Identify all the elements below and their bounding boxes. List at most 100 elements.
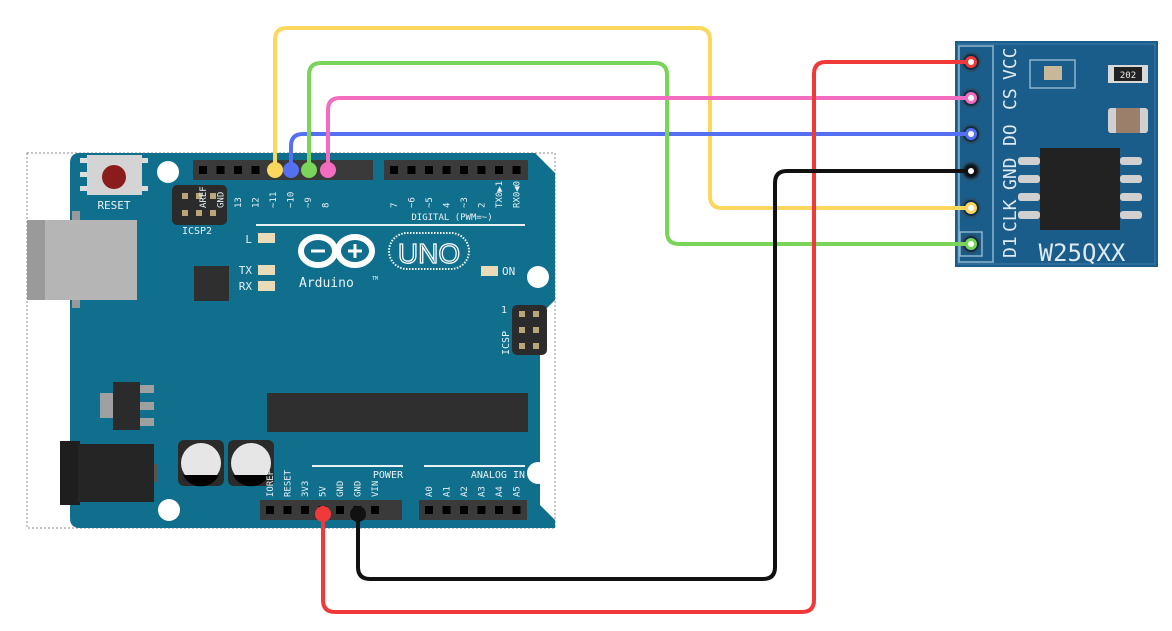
wire-3V3-to-vcc[interactable]: [321, 60, 973, 614]
led-on: [481, 266, 498, 276]
icsp-header: [512, 305, 547, 355]
icsp2-label: ICSP2: [182, 226, 212, 237]
module-pin-label: DO: [1000, 124, 1021, 146]
pin-label: RX0◀0: [513, 181, 523, 208]
pin-label: ~10: [287, 192, 297, 208]
wire-end-dot-center: [968, 205, 974, 211]
header-pin-arduino.digital_pins_right[interactable]: [495, 166, 503, 174]
flash-chip: [1040, 148, 1120, 230]
pin-label: A2: [460, 486, 470, 497]
header-pin-arduino.analog_pins[interactable]: [460, 506, 468, 514]
wire-end-dot: [301, 162, 317, 178]
module-name: W25QXX: [1039, 239, 1126, 267]
led-l-label: L: [245, 233, 252, 246]
usb-connector: [27, 211, 137, 308]
resistor-code: 202: [1120, 71, 1136, 81]
pin-label: GND: [354, 481, 364, 497]
wire-end-dot-center: [968, 168, 974, 174]
pin-label: AREF: [199, 186, 209, 208]
reset-button[interactable]: [80, 155, 148, 195]
header-pin-arduino.digital_pins_left[interactable]: [251, 166, 260, 174]
pin-label: 13: [234, 197, 244, 208]
wire-end-dot-center: [968, 131, 974, 137]
icsp-pin1-label: 1: [501, 305, 507, 316]
header-pin-arduino.analog_pins[interactable]: [477, 506, 486, 514]
uno-text: UNO: [398, 238, 460, 269]
header-pin-arduino.power_pins[interactable]: [371, 506, 379, 514]
wire-end-dot: [283, 162, 299, 178]
voltage-regulator: [100, 382, 154, 430]
pin-label: ~9: [304, 197, 314, 208]
led-l: [258, 233, 275, 243]
led-rx-label: RX: [239, 280, 253, 293]
icsp-label: ICSP: [501, 331, 512, 355]
wire-12-to-do[interactable]: [289, 132, 973, 172]
wire-10-to-cs[interactable]: [326, 96, 973, 172]
pin-label: TX0▶1: [495, 181, 505, 208]
trademark: TM: [372, 276, 378, 282]
pin-label: 5V: [319, 486, 329, 497]
dc-power-jack: [60, 441, 158, 505]
pin-label: 2: [478, 203, 488, 208]
pin-label: ~6: [408, 197, 418, 208]
led-on-label: ON: [502, 265, 515, 278]
digital-header-right: [384, 160, 528, 180]
arduino-logo-text: Arduino: [299, 276, 354, 291]
power-label: POWER: [373, 470, 404, 481]
led-tx: [258, 265, 275, 275]
capacitor: [178, 440, 224, 487]
wire-end-dot: [350, 506, 366, 522]
header-pin-arduino.digital_pins_left[interactable]: [199, 166, 207, 174]
pin-label: A1: [443, 486, 453, 497]
header-pin-arduino.analog_pins[interactable]: [425, 506, 433, 514]
header-pin-arduino.digital_pins_right[interactable]: [407, 166, 416, 174]
module-pin-label: CS: [1000, 88, 1021, 110]
wire-end-dot-center: [968, 59, 974, 65]
module-pin-label: D1: [1000, 236, 1021, 258]
wire-GND-to-gnd[interactable]: [356, 169, 973, 581]
header-pin-arduino.power_pins[interactable]: [266, 506, 274, 514]
analog-header: [419, 500, 527, 520]
pin-label: IOREF: [266, 470, 276, 497]
pin-label: RESET: [284, 469, 294, 497]
usb-chip: [194, 266, 229, 301]
header-pin-arduino.power_pins[interactable]: [283, 506, 292, 514]
header-pin-arduino.power_pins[interactable]: [301, 506, 309, 514]
pin-label: A3: [478, 486, 488, 497]
pin-label: 7: [390, 203, 400, 208]
pin-label: 3V3: [301, 481, 311, 497]
header-pin-arduino.power_pins[interactable]: [336, 506, 344, 514]
arduino-board[interactable]: [70, 153, 555, 528]
header-pin-arduino.digital_pins_right[interactable]: [477, 166, 486, 174]
mounting-hole: [527, 266, 549, 288]
header-pin-arduino.digital_pins_right[interactable]: [512, 166, 521, 174]
pin-label: 8: [322, 203, 332, 208]
wire-11-to-d1[interactable]: [307, 61, 973, 246]
header-pin-arduino.digital_pins_right[interactable]: [442, 166, 451, 174]
header-pin-arduino.digital_pins_right[interactable]: [460, 166, 468, 174]
module-pin-label: GND: [1000, 157, 1021, 190]
pin-label: A5: [513, 486, 523, 497]
header-pin-arduino.analog_pins[interactable]: [495, 506, 503, 514]
module-pin-label: VCC: [1000, 47, 1021, 80]
pin-label: 12: [252, 197, 262, 208]
pin-label: ~11: [269, 192, 279, 208]
led-rx: [258, 281, 275, 291]
pin-label: A0: [425, 486, 435, 497]
wire-13-to-clk[interactable]: [273, 26, 973, 210]
wire-end-dot-center: [968, 95, 974, 101]
power-header: [260, 500, 402, 520]
header-pin-arduino.analog_pins[interactable]: [442, 506, 451, 514]
header-pin-arduino.analog_pins[interactable]: [512, 506, 521, 514]
pin-label: ~3: [460, 197, 470, 208]
w25qxx-module[interactable]: 202 W25QXX: [955, 41, 1158, 267]
mounting-hole: [527, 462, 549, 484]
mounting-hole: [158, 499, 180, 521]
header-pin-arduino.digital_pins_left[interactable]: [234, 166, 242, 174]
pin-label: A4: [495, 486, 505, 497]
module-pin-label: CLK: [1000, 199, 1021, 232]
header-pin-arduino.digital_pins_right[interactable]: [425, 166, 433, 174]
header-pin-arduino.digital_pins_left[interactable]: [216, 166, 225, 174]
header-pin-arduino.digital_pins_right[interactable]: [390, 166, 398, 174]
atmega-chip: [267, 393, 528, 432]
